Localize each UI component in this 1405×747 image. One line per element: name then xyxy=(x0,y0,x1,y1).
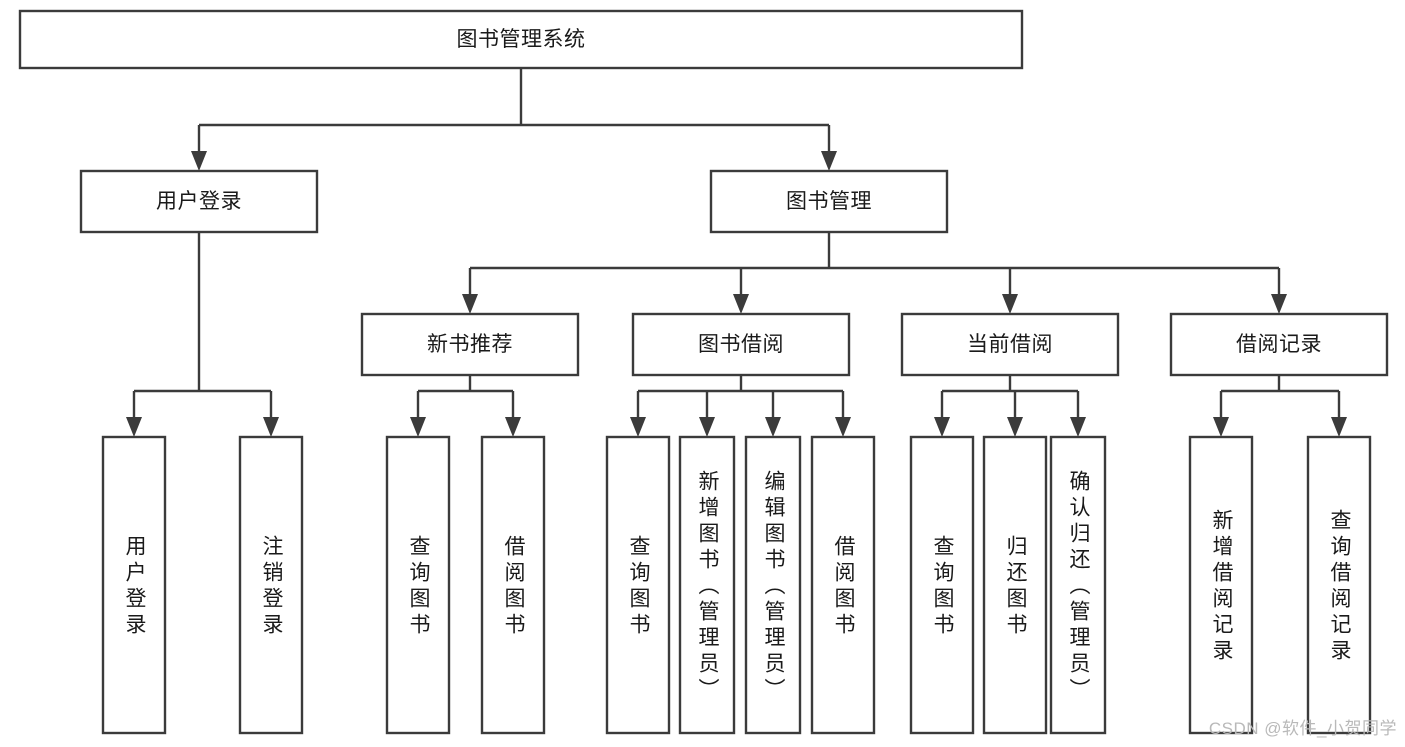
node-box-leaf-query-book-3 xyxy=(909,435,975,735)
node-box-new-book-recommend xyxy=(360,312,580,377)
arrow-head-leaf-borrow-book-2 xyxy=(835,417,851,437)
node-box-leaf-query-book-1 xyxy=(385,435,451,735)
node-box-leaf-query-borrow-record xyxy=(1306,435,1372,735)
arrow-head-leaf-add-book xyxy=(699,417,715,437)
arrow-head-leaf-query-borrow-record xyxy=(1331,417,1347,437)
node-box-leaf-confirm-return xyxy=(1049,435,1107,735)
node-box-leaf-return-book xyxy=(982,435,1048,735)
arrow-head-leaf-return-book xyxy=(1007,417,1023,437)
node-box-root xyxy=(18,9,1024,70)
arrow-head-leaf-edit-book xyxy=(765,417,781,437)
arrow-head-leaf-borrow-book-1 xyxy=(505,417,521,437)
arrow-head-leaf-add-borrow-record xyxy=(1213,417,1229,437)
node-box-current-borrow xyxy=(900,312,1120,377)
node-box-leaf-borrow-book-1 xyxy=(480,435,546,735)
arrow-head-leaf-confirm-return xyxy=(1070,417,1086,437)
arrow-head-new-book-recommend xyxy=(462,294,478,314)
node-box-leaf-add-borrow-record xyxy=(1188,435,1254,735)
node-box-user-login xyxy=(79,169,319,234)
node-box-leaf-query-book-2 xyxy=(605,435,671,735)
arrow-head-book-management xyxy=(821,151,837,171)
node-box-leaf-user-login xyxy=(101,435,167,735)
node-box-leaf-add-book xyxy=(678,435,736,735)
arrow-head-leaf-query-book-1 xyxy=(410,417,426,437)
arrow-head-borrow-record xyxy=(1271,294,1287,314)
node-box-book-management xyxy=(709,169,949,234)
connectors-group xyxy=(126,68,1347,437)
arrow-head-leaf-user-login xyxy=(126,417,142,437)
node-box-borrow-record xyxy=(1169,312,1389,377)
boxes-group xyxy=(18,9,1389,735)
arrow-head-leaf-user-logout xyxy=(263,417,279,437)
arrow-head-leaf-query-book-3 xyxy=(934,417,950,437)
node-box-leaf-edit-book xyxy=(744,435,802,735)
arrow-head-current-borrow xyxy=(1002,294,1018,314)
arrow-head-user-login xyxy=(191,151,207,171)
node-box-book-borrow xyxy=(631,312,851,377)
node-box-leaf-borrow-book-2 xyxy=(810,435,876,735)
node-box-leaf-user-logout xyxy=(238,435,304,735)
arrow-head-leaf-query-book-2 xyxy=(630,417,646,437)
arrow-head-book-borrow xyxy=(733,294,749,314)
